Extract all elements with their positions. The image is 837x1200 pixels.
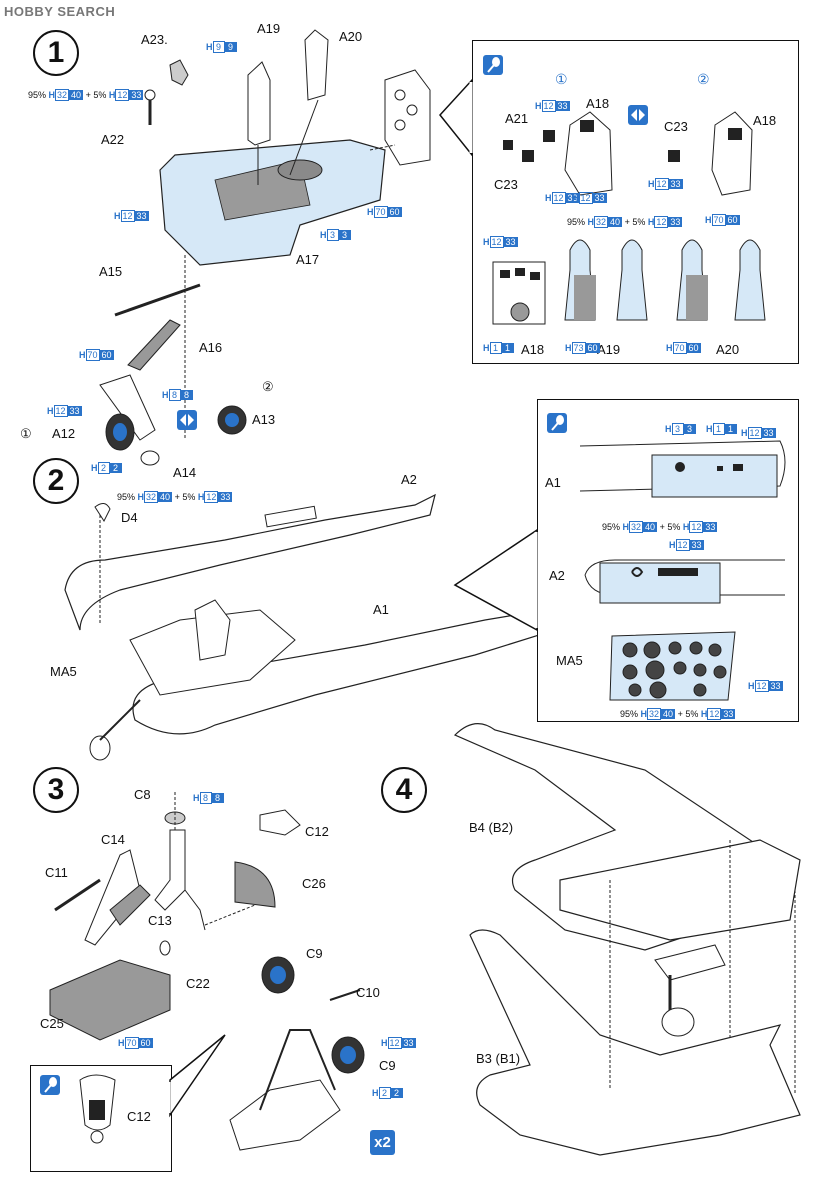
inset1-variant-1: ① [555,71,568,87]
part-label-b4-b2: B4 (B2) [469,820,514,835]
inset1-variant-2: ② [697,71,710,87]
part-label-c13: C13 [148,913,172,928]
part-label-c8: C8 [134,787,151,802]
inset1-part-a18b: A18 [753,113,777,128]
part-label-a17: A17 [296,252,320,267]
inset2-part-ma5: MA5 [556,653,583,668]
part-label-a23: A23. [141,32,168,47]
part-label-c9b: C9 [379,1058,396,1073]
inset1-part-a21: A21 [505,111,529,126]
inset3-part-c12: C12 [127,1109,151,1124]
inset1-part-c23b: C23 [664,119,688,134]
part-label-c9: C9 [306,946,323,961]
inset1-part-c23: C23 [494,177,518,192]
part-label-c22: C22 [186,976,210,991]
part-label-d4: D4 [121,510,138,525]
step-number-2: 2 [33,458,79,504]
inset1-part-a18: A18 [586,96,610,111]
watermark-logo: HOBBY SEARCH [4,4,116,19]
inset1-part-a18c: A18 [521,342,545,357]
variant-2-marker: ② [262,379,274,394]
inset2-part-a1: A1 [545,475,561,490]
paint-brush-icon-2 [547,413,567,433]
part-label-ma5: MA5 [50,664,77,679]
alternate-choice-icon-inset [628,105,648,125]
paint-brush-icon-3 [40,1075,60,1095]
step-number-4: 4 [381,767,427,813]
part-label-c11: C11 [45,865,68,880]
part-label-c25: C25 [40,1016,64,1031]
part-label-a13: A13 [252,412,276,427]
part-label-a2: A2 [401,472,417,487]
inset2-part-a2: A2 [549,568,565,583]
part-label-a12: A12 [52,426,76,441]
part-label-a15: A15 [99,264,123,279]
inset1-part-a19: A19 [597,342,621,357]
quantity-x2-badge: x2 [370,1130,395,1155]
part-label-c10: C10 [356,985,380,1000]
part-label-a14: A14 [173,465,197,480]
part-label-a1: A1 [373,602,389,617]
part-label-a19: A19 [257,21,281,36]
part-label-a20: A20 [339,29,363,44]
paint-brush-icon [483,55,503,75]
part-label-a22: A22 [101,132,125,147]
part-label-a16: A16 [199,340,223,355]
part-label-b3-b1: B3 (B1) [476,1051,521,1066]
step-number-1: 1 [33,30,79,76]
part-label-c14: C14 [101,832,125,847]
part-label-c26: C26 [302,876,326,891]
alternate-choice-icon [177,410,197,430]
step-number-3: 3 [33,767,79,813]
variant-1-marker: ① [20,426,32,441]
part-label-c12: C12 [305,824,329,839]
inset1-part-a20: A20 [716,342,740,357]
